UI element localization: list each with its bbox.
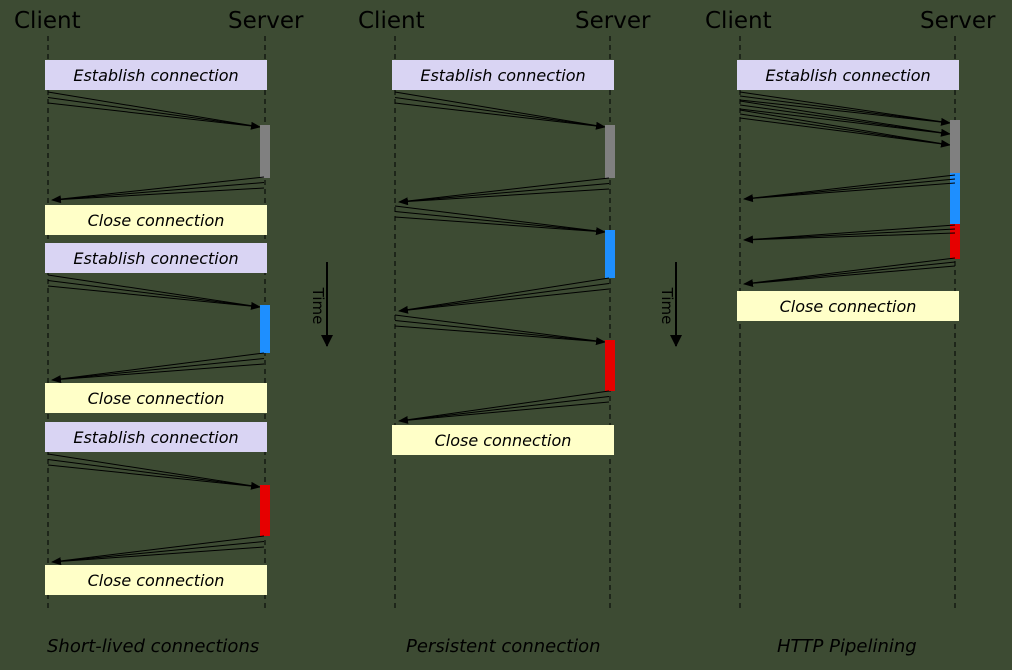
response-arrow: [398, 277, 610, 314]
response-arrow: [51, 352, 265, 384]
request-arrow: [739, 109, 951, 148]
processing-bar-gray: [260, 125, 270, 178]
time-arrow: Time: [658, 262, 682, 347]
response-arrow: [51, 176, 265, 204]
processing-bar-gray: [950, 120, 960, 173]
request-arrow: [47, 91, 261, 130]
processing-bar-blue: [950, 173, 960, 224]
response-arrow: [743, 174, 956, 203]
time-label: Time: [658, 287, 676, 325]
establish-connection-box: Establish connection: [45, 243, 267, 273]
column-short-lived-lines: [47, 36, 270, 612]
establish-connection-box: Establish connection: [45, 60, 267, 90]
server-label: Server: [920, 8, 996, 34]
close-connection-box: Close connection: [45, 565, 267, 595]
time-label: Time: [309, 287, 327, 325]
client-label: Client: [14, 8, 81, 34]
processing-bar-blue: [605, 230, 615, 278]
request-arrow: [394, 314, 606, 346]
response-arrow: [398, 390, 610, 424]
caption-short-lived: Short-lived connections: [47, 636, 260, 657]
processing-bar-red: [950, 224, 960, 259]
establish-connection-box: Establish connection: [45, 422, 267, 452]
client-label: Client: [358, 8, 425, 34]
request-arrow: [47, 453, 261, 490]
processing-bar-red: [605, 340, 615, 391]
processing-bar-blue: [260, 305, 270, 353]
request-arrow: [394, 91, 606, 130]
caption-persistent: Persistent connection: [406, 636, 601, 657]
processing-bar-red: [260, 485, 270, 536]
caption-pipelining: HTTP Pipelining: [777, 636, 917, 657]
close-connection-box: Close connection: [737, 291, 959, 321]
request-arrow: [394, 205, 606, 236]
server-label: Server: [228, 8, 304, 34]
establish-connection-box: Establish connection: [737, 60, 959, 90]
response-arrow: [743, 224, 956, 244]
close-connection-box: Close connection: [45, 383, 267, 413]
close-connection-box: Close connection: [45, 205, 267, 235]
request-arrow: [47, 274, 261, 310]
time-arrow: Time: [309, 262, 333, 347]
establish-connection-box: Establish connection: [392, 60, 614, 90]
response-arrow: [398, 177, 610, 206]
server-label: Server: [575, 8, 651, 34]
column-persistent-lines: [394, 36, 615, 612]
processing-bar-gray: [605, 125, 615, 178]
close-connection-box: Close connection: [392, 425, 614, 455]
client-label: Client: [705, 8, 772, 34]
column-pipelining-lines: [739, 36, 960, 612]
response-arrow: [51, 535, 265, 566]
response-arrow: [743, 257, 956, 288]
